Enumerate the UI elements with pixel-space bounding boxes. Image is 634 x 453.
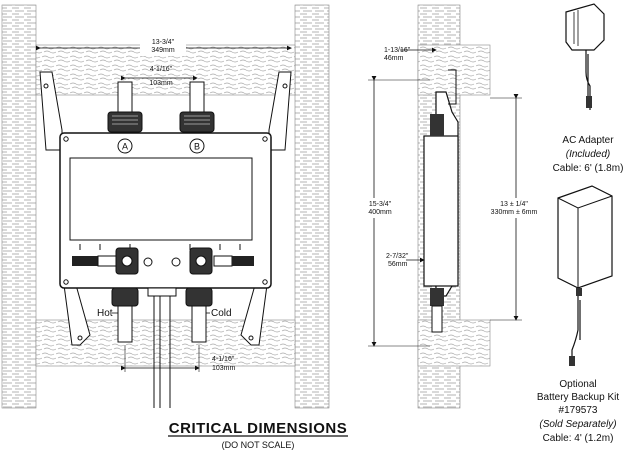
offset-label: 2-7/32" — [386, 253, 409, 260]
hot-label: Hot — [97, 308, 113, 319]
port-b-badge — [189, 138, 205, 154]
port-b-label: B — [194, 142, 200, 152]
battery-cable: Cable: 4' (1.2m) — [543, 433, 614, 444]
ac-adapter-name: AC Adapter — [562, 135, 614, 146]
side-view: 1-13/16" 46mm 15-3/4" 400mm 13 ± 1/4" 33… — [360, 4, 546, 409]
height-metric: 400mm — [368, 209, 392, 216]
port-a-label: A — [122, 142, 128, 152]
battery-part-number: #179573 — [559, 405, 598, 416]
width-metric: 349mm — [151, 47, 175, 54]
hot-outlet-pipe — [117, 305, 133, 343]
port-a-badge — [117, 138, 133, 154]
inlet-b-pipe — [189, 81, 205, 113]
ac-adapter-icon — [565, 3, 605, 51]
height-label: 15-3/4" — [369, 201, 392, 208]
offset-dimension: 2-7/32" 56mm — [386, 253, 425, 268]
depth-metric: 46mm — [384, 55, 404, 62]
overall-width-dimension: 13-3/4" 349mm — [36, 36, 292, 56]
footer-subtitle: (DO NOT SCALE) — [222, 440, 295, 450]
center-gear-icon — [143, 257, 153, 267]
depth-label: 1-13/16" — [384, 47, 411, 54]
left-stud — [1, 4, 37, 409]
ac-adapter-cable: Cable: 6' (1.8m) — [553, 163, 624, 174]
battery-box-icon — [557, 185, 613, 289]
outlet-spacing-label: 4-1/16" — [212, 356, 235, 363]
right-stud — [294, 4, 330, 409]
battery-line1: Optional — [559, 379, 596, 390]
cold-label: Cold — [211, 308, 232, 319]
height-dimension: 15-3/4" 400mm — [360, 76, 430, 347]
front-view: A B Hot Cold — [1, 4, 330, 409]
cold-outlet-pipe — [191, 305, 207, 343]
battery-note: (Sold Separately) — [539, 419, 616, 430]
battery-line2: Battery Backup Kit — [537, 392, 619, 403]
inlet-spacing-dimension: 4-1/16" 103mm — [121, 66, 198, 87]
inlet-spacing-metric: 103mm — [149, 80, 173, 87]
outlet-spacing-dimension: 4-1/16" 103mm — [121, 345, 236, 372]
display-window — [69, 157, 253, 241]
inlet-a-pipe — [117, 81, 133, 113]
outlet-spacing-metric: 103mm — [212, 365, 236, 372]
stud-label: 13 ± 1/4" — [500, 201, 528, 208]
ac-adapter: AC Adapter (Included) Cable: 6' (1.8m) — [553, 3, 624, 174]
width-label: 13-3/4" — [152, 39, 175, 46]
depth-dimension: 1-13/16" 46mm — [384, 47, 437, 62]
stud-spacing-dimension: 13 ± 1/4" 330mm ± 6mm — [482, 94, 546, 321]
footer-title: CRITICAL DIMENSIONS — [169, 420, 347, 437]
offset-metric: 56mm — [388, 261, 408, 268]
battery-backup-kit: Optional Battery Backup Kit #179573 (Sol… — [537, 185, 619, 444]
ac-adapter-note: (Included) — [566, 149, 610, 160]
connector-row — [72, 244, 254, 275]
stud-metric: 330mm ± 6mm — [491, 209, 538, 216]
inlet-spacing-label: 4-1/16" — [150, 66, 173, 73]
